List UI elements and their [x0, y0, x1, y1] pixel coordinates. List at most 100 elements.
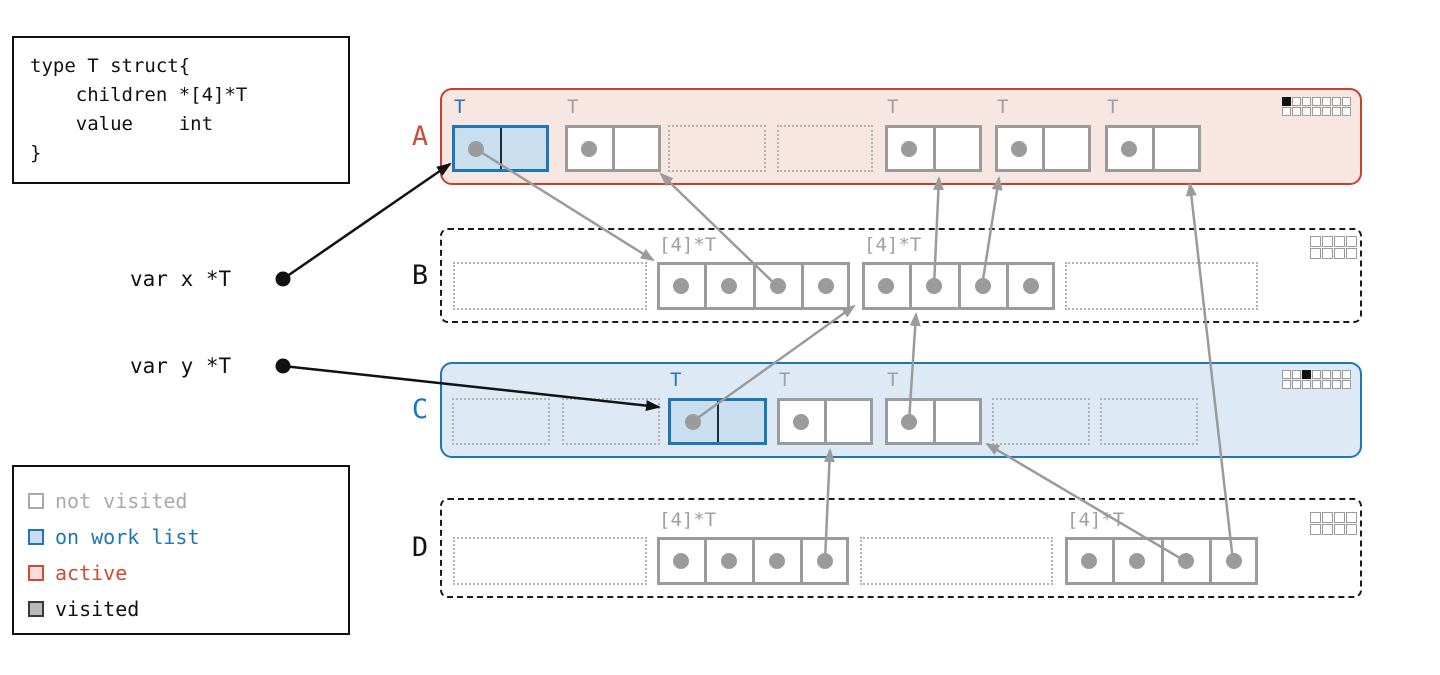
bitmap-cell [1322, 524, 1333, 535]
bitmap-cell [1342, 380, 1351, 389]
bitmap-cell [1346, 248, 1357, 259]
pointer-dot [1129, 553, 1145, 569]
pointer-dot [581, 140, 597, 157]
span-C-bitmap-icon [1282, 370, 1351, 389]
bitmap-cell [1346, 524, 1357, 535]
pointer-dot [818, 278, 834, 294]
cell-divider [1112, 540, 1115, 582]
cell-divider [800, 540, 803, 582]
span-C-slot-2-free [562, 398, 660, 445]
span-B-label: B [411, 259, 429, 291]
span-D-bitmap-icon [1310, 512, 1357, 535]
pointer-dot [1226, 553, 1242, 569]
bitmap-cell [1282, 380, 1291, 389]
legend-item-not-visited: not visited [28, 483, 348, 519]
bitmap-cell [1312, 97, 1321, 106]
span-A-slot-4-free [777, 125, 873, 172]
bitmap-cell [1322, 107, 1331, 116]
bitmap-cell [1282, 97, 1291, 106]
span-A-slot-1 [452, 125, 549, 172]
bitmap-cell [1292, 107, 1301, 116]
code-line: value int [30, 113, 214, 135]
pointer-dot [1023, 278, 1039, 294]
var-pointer-dot [275, 358, 291, 374]
code-line: } [30, 142, 42, 164]
legend-item-visited: visited [28, 591, 348, 627]
bitmap-cell [1292, 370, 1301, 379]
cell-divider [824, 401, 827, 442]
bitmap-cell [1334, 512, 1345, 523]
pointer-dot [878, 278, 894, 294]
bitmap-cell [1282, 107, 1291, 116]
span-D-label: D [411, 532, 429, 563]
span-B-slot-3 [862, 262, 1055, 310]
pointer-dot [673, 553, 689, 569]
legend-label: not visited [55, 489, 188, 513]
cell-divider [1161, 540, 1164, 582]
pointer-dot [1121, 140, 1137, 157]
bitmap-cell [1322, 236, 1333, 247]
bitmap-cell [1322, 248, 1333, 259]
cell-divider [909, 265, 912, 307]
cell-divider [958, 265, 961, 307]
span-D-slot-4 [1065, 537, 1258, 585]
cell-divider [1209, 540, 1212, 582]
pointer-dot [1081, 553, 1097, 569]
bitmap-cell [1346, 512, 1357, 523]
span-C-slot-1-free [452, 398, 550, 445]
bitmap-cell [1312, 380, 1321, 389]
pointer-dot [721, 553, 737, 569]
span-D-slot-3-free [860, 537, 1053, 585]
span-C-slot-6-free [992, 398, 1090, 445]
pointer-dot [901, 413, 917, 430]
span-A-slot-2-type-label: T [567, 96, 579, 118]
pointer-dot [721, 278, 737, 294]
bitmap-cell [1310, 524, 1321, 535]
bitmap-cell [1292, 97, 1301, 106]
bitmap-cell [1342, 97, 1351, 106]
bitmap-cell [1310, 512, 1321, 523]
span-B-slot-2-type-label: [4]*T [659, 234, 717, 256]
pointer-dot [817, 553, 833, 569]
legend-item-active: active [28, 555, 348, 591]
span-A-slot-5-type-label: T [887, 96, 899, 118]
pointer-dot [673, 278, 689, 294]
bitmap-cell [1292, 380, 1301, 389]
span-A-bitmap-icon [1282, 97, 1351, 116]
span-A-slot-5 [885, 125, 982, 172]
cell-divider [801, 265, 804, 307]
on-work-list-swatch-icon [28, 529, 44, 545]
span-A-slot-6-type-label: T [997, 96, 1009, 118]
code-line: children *[4]*T [30, 84, 248, 106]
pointer-dot [1178, 553, 1194, 569]
bitmap-cell [1322, 97, 1331, 106]
active-swatch-icon [28, 565, 44, 581]
cell-divider [704, 540, 707, 582]
bitmap-cell [1346, 236, 1357, 247]
span-A-slot-6 [995, 125, 1091, 172]
bitmap-cell [1302, 97, 1311, 106]
span-A-slot-7 [1105, 125, 1201, 172]
pointer-dot [685, 413, 701, 430]
var-y-label: var y *T [130, 354, 232, 378]
bitmap-cell [1312, 370, 1321, 379]
span-A-slot-3-free [668, 125, 766, 172]
legend-label: on work list [55, 525, 200, 549]
legend: not visited on work list active visited [12, 465, 350, 635]
type-definition-box: type T struct{ children *[4]*T value int… [12, 36, 350, 184]
cell-divider [1152, 128, 1155, 169]
cell-divider [933, 128, 936, 169]
pointer-dot [770, 278, 786, 294]
bitmap-cell [1302, 380, 1311, 389]
cell-divider [933, 401, 936, 442]
bitmap-cell [1310, 236, 1321, 247]
bitmap-cell [1332, 380, 1341, 389]
bitmap-cell [1322, 512, 1333, 523]
var-pointer-dot [275, 271, 291, 287]
span-C-slot-3 [668, 398, 767, 445]
bitmap-cell [1302, 107, 1311, 116]
span-C-slot-3-type-label: T [670, 369, 682, 391]
pointer-dot [926, 278, 942, 294]
span-D-slot-4-type-label: [4]*T [1067, 509, 1125, 531]
